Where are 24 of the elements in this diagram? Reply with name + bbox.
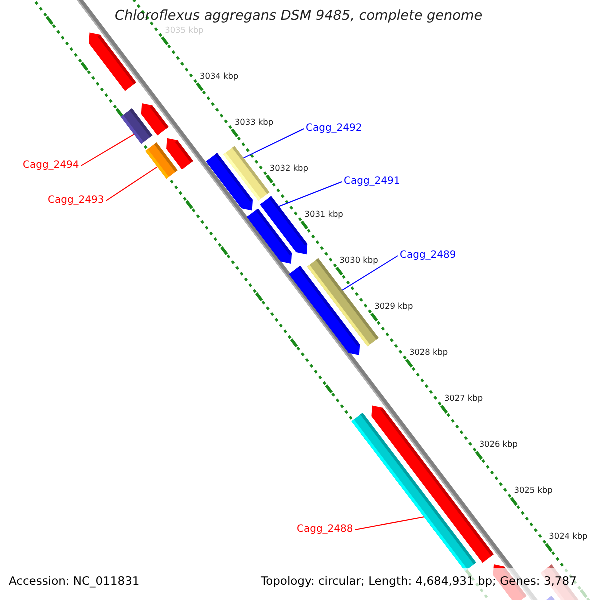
leader-line [106,166,158,202]
gene-label: Cagg_2494 [23,161,80,171]
leader-line [278,182,342,208]
tick-label: 3032 kbp [270,164,308,172]
tick-label: 3029 kbp [374,302,414,310]
tick-label: 3033 kbp [234,118,274,126]
tick-label: 3030 kbp [340,256,378,264]
gene-label: Cagg_2488 [297,525,354,535]
gene-label: Cagg_2492 [306,124,362,134]
gene-label: Cagg_2493 [48,196,104,206]
tick-label: 3034 kbp [200,72,239,80]
leader-line [80,134,135,166]
tick-label: 3031 kbp [304,210,344,218]
gene-label: Cagg_2491 [344,177,400,187]
leader-line [342,256,398,291]
title: Chloroflexus aggregans DSM 9485, complete genome [115,10,483,24]
leader-line [354,516,425,530]
gene-label: Cagg_2489 [400,251,456,261]
tick-label: 3025 kbp [514,486,553,494]
gene-block [224,146,270,201]
tick-label: 3027 kbp [444,394,484,402]
tick-label: 3024 kbp [549,532,588,540]
tick-label: 3028 kbp [410,348,448,356]
footer-text: Accession: NC_011831 [9,576,140,588]
